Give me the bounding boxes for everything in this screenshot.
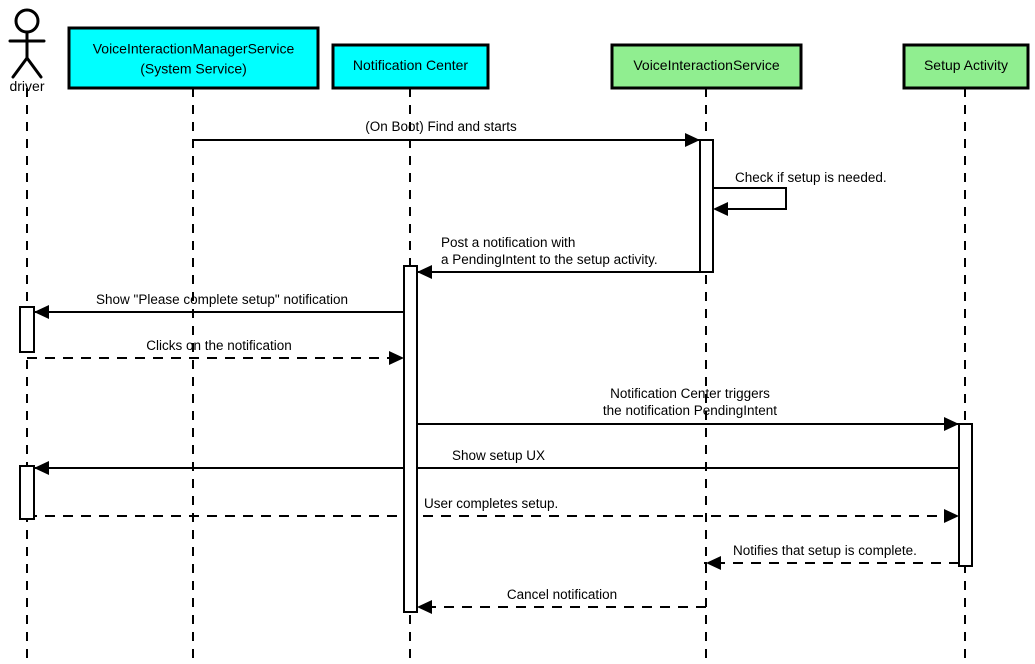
participant-box-vis[interactable] xyxy=(610,43,803,90)
actor-driver xyxy=(8,8,46,79)
activation-bar-notification-center[interactable] xyxy=(403,265,418,613)
msg-show-complete-setup-notification[interactable] xyxy=(32,305,404,319)
msg-user-completes-setup-label: User completes setup. xyxy=(424,496,558,511)
messages-layer xyxy=(27,133,961,614)
msg-clicks-on-notification-label: Clicks on the notification xyxy=(146,338,292,353)
msg-show-setup-ux-arrowhead-icon xyxy=(34,461,49,475)
msg-post-notification-arrowhead-icon xyxy=(417,265,432,279)
participant-label-setup-activity: Setup Activity xyxy=(924,57,1008,73)
participant-box-notification-center[interactable] xyxy=(331,43,490,90)
msg-notifies-setup-complete-label: Notifies that setup is complete. xyxy=(733,543,917,558)
participant-label-vis: VoiceInteractionService xyxy=(633,57,780,73)
msg-check-if-setup-needed-label: Check if setup is needed. xyxy=(735,170,887,185)
participant-label-vims: VoiceInteractionManagerService xyxy=(93,41,295,57)
msg-post-notification-label: Post a notification with xyxy=(441,235,575,250)
participants-layer: driver VoiceInteractionManagerService (Sys… xyxy=(8,8,1030,94)
msg-find-and-starts-arrowhead-icon xyxy=(685,133,700,147)
msg-clicks-on-notification-arrowhead-icon xyxy=(389,351,404,365)
msg-notifies-setup-complete[interactable] xyxy=(704,556,959,570)
msg-notifies-setup-complete-arrowhead-icon xyxy=(706,556,721,570)
activation-bar-setup-activity[interactable] xyxy=(958,423,973,567)
actor-leg-left-icon xyxy=(11,56,29,79)
msg-check-if-setup-needed[interactable] xyxy=(713,187,787,216)
msg-cancel-notification-arrowhead-icon xyxy=(417,600,432,614)
msg-show-complete-setup-notification-label: Show "Please complete setup" notificatio… xyxy=(96,292,348,307)
actor-leg-right-icon xyxy=(25,56,43,79)
actor-head-icon xyxy=(14,8,40,34)
msg-show-complete-setup-notification-arrowhead-icon xyxy=(34,305,49,319)
msg-check-if-setup-needed-path xyxy=(713,187,787,210)
participant-box-setup-activity[interactable] xyxy=(902,43,1030,90)
activation-bar-driver[interactable] xyxy=(19,465,35,520)
participant-box-vims[interactable] xyxy=(67,26,320,90)
activation-bar-driver[interactable] xyxy=(19,306,35,353)
msg-user-completes-setup-arrowhead-icon xyxy=(944,509,959,523)
msg-find-and-starts[interactable] xyxy=(193,133,702,147)
msg-trigger-pendingintent[interactable] xyxy=(417,417,961,431)
msg-post-notification-label: a PendingIntent to the setup activity. xyxy=(441,252,658,267)
msg-show-setup-ux[interactable] xyxy=(32,461,959,475)
msg-check-if-setup-needed-arrowhead-icon xyxy=(713,202,728,216)
activation-bar-vis[interactable] xyxy=(699,139,714,273)
msg-trigger-pendingintent-label: Notification Center triggers xyxy=(610,386,770,401)
msg-show-setup-ux-label: Show setup UX xyxy=(452,448,545,463)
msg-post-notification[interactable] xyxy=(415,265,700,279)
participant-label-notification-center: Notification Center xyxy=(353,57,469,73)
msg-trigger-pendingintent-arrowhead-icon xyxy=(944,417,959,431)
msg-trigger-pendingintent-label: the notification PendingIntent xyxy=(603,403,777,418)
activations-layer xyxy=(19,139,973,613)
actor-label-driver: driver xyxy=(9,78,44,94)
msg-cancel-notification[interactable] xyxy=(415,600,706,614)
participant-sublabel-vims: (System Service) xyxy=(140,61,247,77)
msg-user-completes-setup[interactable] xyxy=(27,509,961,523)
msg-find-and-starts-label: (On Boot) Find and starts xyxy=(365,119,517,134)
msg-cancel-notification-label: Cancel notification xyxy=(507,587,617,602)
msg-clicks-on-notification[interactable] xyxy=(27,351,406,365)
